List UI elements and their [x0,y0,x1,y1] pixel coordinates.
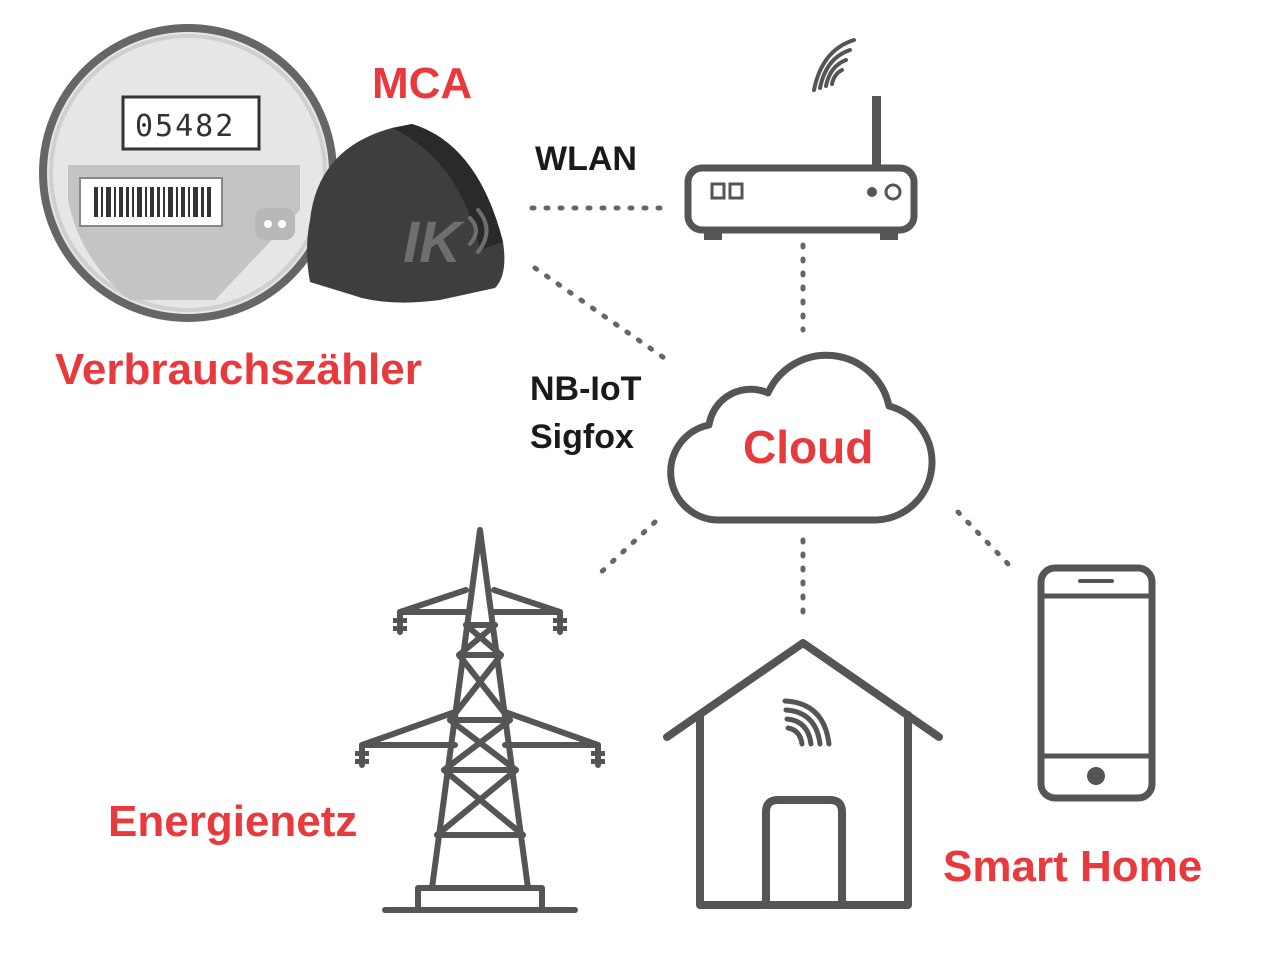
mca-device-icon: IK [307,124,505,303]
device-logo: IK [403,210,465,275]
cloud-grid-link [594,519,658,579]
router-icon [684,38,918,240]
insulators [355,618,605,764]
grid-label: Energienetz [108,797,358,846]
smartphone-icon [1037,564,1156,802]
connection-lines [529,205,1015,625]
house-icon [663,639,943,909]
wlan-label: WLAN [535,140,637,178]
mca-label: MCA [372,59,473,108]
wifi-icon [812,38,856,92]
cloud-icon [667,351,936,524]
power-tower-icon [359,527,601,913]
cloud-phone-link [955,509,1015,571]
sigfox-label: Sigfox [530,418,634,456]
smarthome-label: Smart Home [943,842,1203,891]
meter-label: Verbrauchszähler [55,345,422,394]
water-meter-icon: 05482 [39,24,337,322]
house-wifi-icon [782,698,832,747]
meter-display: 05482 [135,109,235,144]
nbiot-label: NB-IoT [530,370,642,408]
nbiot-link [532,265,673,365]
cloud-label: Cloud [743,421,874,473]
